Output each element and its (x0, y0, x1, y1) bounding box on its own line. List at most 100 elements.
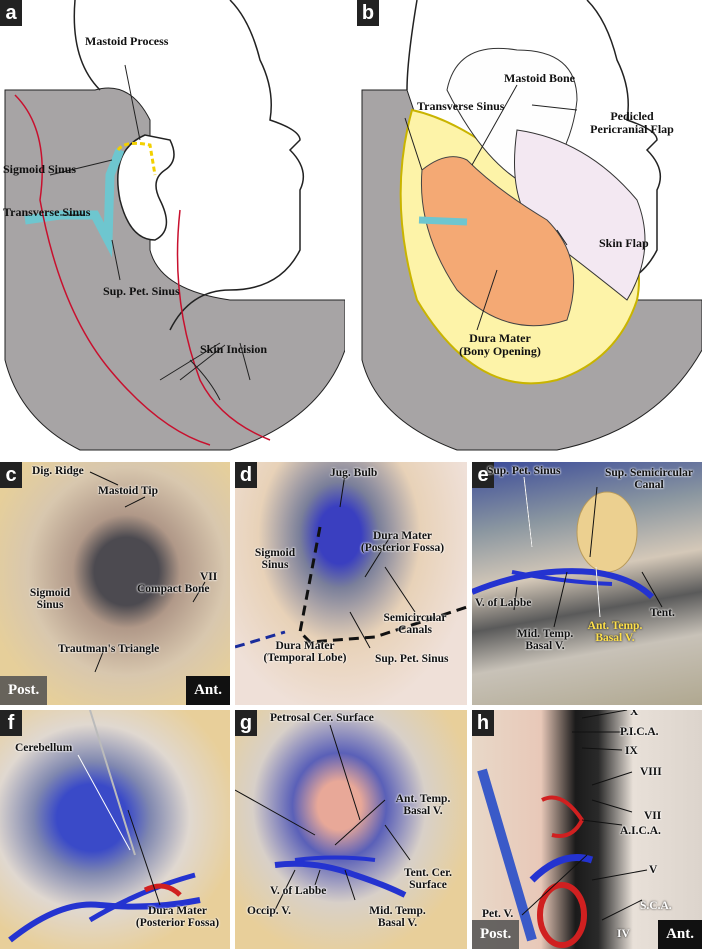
panel-badge: e (472, 462, 494, 488)
label-aica: A.I.C.A. (620, 825, 661, 837)
label-ix: IX (625, 745, 638, 757)
label-ant-temp-basal-v: Ant. Temp.Basal V. (383, 793, 463, 817)
label-line: Pericranial Flap (590, 122, 674, 136)
label-line: Sinus (261, 559, 289, 571)
label-sup-pet-sinus: Sup. Pet. Sinus (487, 465, 561, 477)
leader-lines (89, 471, 206, 673)
label-v-of-labbe: V. of Labbe (270, 885, 327, 897)
panel-badge: c (0, 462, 22, 488)
label-line: (Temporal Lobe) (263, 652, 347, 664)
label-occip-v: Occip. V. (247, 905, 291, 917)
label-cerebellum: Cerebellum (15, 742, 73, 754)
label-pet-v: Pet. V. (482, 908, 514, 920)
label-line: Tent. Cer. (403, 867, 453, 879)
label-tent: Tent. (650, 607, 675, 619)
label-skin-flap: Skin Flap (599, 236, 649, 250)
label-pica: P.I.C.A. (620, 726, 659, 738)
label-line: Dura Mater (147, 905, 208, 917)
label-mastoid-tip: Mastoid Tip (98, 485, 158, 497)
label-sigmoid-sinus: Sigmoid Sinus (3, 162, 77, 176)
label-line: Canals (398, 624, 432, 636)
orientation-ant: Ant. (658, 920, 702, 949)
label-dig-ridge: Dig. Ridge (32, 465, 84, 477)
label-dura-mater: Dura Mater(Bony Opening) (445, 332, 555, 358)
panel-g-photo: g Petrosal Cer. Surface Ant. Temp.Basal … (235, 710, 467, 949)
label-skin-incision: Skin Incision (200, 342, 268, 356)
head-illustration-a (4, 0, 345, 451)
label-line: Mid. Temp. (369, 905, 426, 917)
panel-badge: b (357, 0, 379, 26)
label-line: Mid. Temp. (516, 628, 574, 640)
label-vii: VII (200, 571, 218, 583)
orientation-ant: Ant. (186, 676, 230, 705)
orientation-post: Post. (472, 920, 520, 949)
label-petrosal-cer-surface: Petrosal Cer. Surface (270, 712, 374, 724)
label-compact-bone: Compact Bone (137, 583, 210, 595)
label-tent-cer-surface: Tent. Cer.Surface (393, 867, 463, 891)
label-dura-posterior-fossa: Dura Mater(Posterior Fossa) (345, 530, 460, 554)
label-mastoid-process: Mastoid Process (85, 34, 169, 48)
label-mid-temp-basal-v: Mid. Temp.Basal V. (360, 905, 435, 929)
label-transverse-sinus: Transverse Sinus (417, 99, 505, 113)
label-jug-bulb: Jug. Bulb (330, 467, 378, 479)
label-line: (Posterior Fossa) (360, 542, 445, 554)
anatomy-sketch (235, 724, 411, 911)
anatomy-sketch (472, 476, 663, 628)
label-line: Sigmoid (29, 587, 71, 599)
label-line: Pedicled (610, 109, 654, 123)
label-v-of-labbe: V. of Labbe (475, 597, 532, 609)
orientation-post: Post. (0, 676, 48, 705)
label-line: Basal V. (403, 805, 443, 817)
label-dura-temporal-lobe: Dura Mater(Temporal Lobe) (255, 640, 355, 664)
label-mid-temp-basal-v: Mid. Temp.Basal V. (510, 628, 580, 652)
probe (89, 710, 136, 856)
panel-d-photo: d Jug. Bulb Dura Mater(Posterior Fossa) … (235, 462, 467, 705)
label-line: Dura Mater (275, 640, 335, 652)
label-iv: IV (617, 928, 630, 940)
label-ant-temp-basal-v: Ant. Temp.Basal V. (580, 620, 650, 644)
panel-badge: g (235, 710, 257, 736)
label-sca: S.C.A. (640, 900, 672, 912)
anatomy-sketch (8, 710, 201, 943)
label-sup-pet-sinus: Sup. Pet. Sinus (103, 284, 180, 298)
label-line: Sigmoid (254, 547, 296, 559)
label-line: Basal V. (525, 640, 565, 652)
label-line: Basal V. (595, 632, 635, 644)
label-vii: VII (644, 810, 662, 822)
panel-badge: d (235, 462, 257, 488)
panel-badge: a (0, 0, 22, 26)
anatomy-sketch (477, 710, 648, 948)
label-mastoid-bone: Mastoid Bone (504, 71, 576, 85)
label-x: X (630, 710, 639, 718)
label-line: (Posterior Fossa) (135, 917, 220, 929)
label-line: Sup. Semicircular (605, 467, 693, 479)
label-line: Dura Mater (372, 530, 433, 542)
panel-badge: f (0, 710, 22, 736)
label-line: Semicircular (383, 612, 447, 624)
panel-b-illustration: b Mastoid Bone Transverse Sinus Pedicled… (357, 0, 702, 452)
label-viii: VIII (640, 766, 662, 778)
label-line: Surface (409, 879, 447, 891)
label-trautmans-triangle: Trautman's Triangle (58, 643, 160, 655)
label-line: Canal (634, 479, 664, 491)
label-line: Ant. Temp. (587, 620, 643, 632)
label-line: (Bony Opening) (459, 344, 541, 358)
label-line: Dura Mater (469, 331, 531, 345)
panel-a-illustration: a Mastoid Process Sigmoid Sinus Transver… (0, 0, 345, 452)
label-transverse-sinus: Transverse Sinus (3, 205, 91, 219)
label-v: V (649, 864, 658, 876)
label-dura-posterior-fossa: Dura Mater(Posterior Fossa) (125, 905, 230, 929)
label-line: Sinus (36, 599, 64, 611)
head-illustration-b (361, 0, 702, 451)
label-sup-pet-sinus: Sup. Pet. Sinus (375, 653, 449, 665)
label-line: Ant. Temp. (395, 793, 451, 805)
panel-f-photo: f Cerebellum Dura Mater(Posterior Fossa) (0, 710, 230, 949)
panel-badge: h (472, 710, 494, 736)
